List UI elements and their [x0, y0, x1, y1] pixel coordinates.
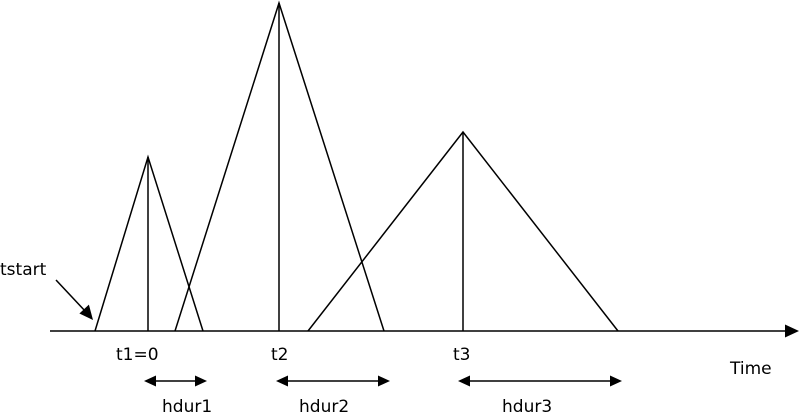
hdur3-label: hdur3 — [502, 397, 552, 415]
hdur2-arrowhead-left — [276, 375, 288, 387]
hdur1-arrowhead-right — [195, 375, 207, 387]
time-axis — [50, 324, 799, 338]
hdur3-double-arrow — [458, 375, 622, 387]
hdur2-label: hdur2 — [299, 397, 349, 415]
triangle-3 — [307, 130, 619, 332]
t3-label: t3 — [453, 345, 470, 365]
triangle-1 — [94, 154, 204, 332]
tstart-pointer-arrowhead — [79, 304, 93, 320]
time-axis-label: Time — [729, 359, 772, 379]
time-axis-arrowhead — [785, 324, 799, 338]
hdur1-double-arrow — [144, 375, 207, 387]
tstart-pointer-line — [55, 279, 87, 313]
hdur2-arrowhead-right — [378, 375, 390, 387]
hdur1-label: hdur1 — [162, 397, 212, 415]
triangle-1-outline — [94, 154, 204, 332]
t1-label: t1=0 — [116, 345, 159, 365]
tstart-label: tstart — [0, 260, 47, 280]
tstart-pointer — [55, 279, 93, 320]
hdur3-arrowhead-left — [458, 375, 470, 387]
hdur2-double-arrow — [276, 375, 390, 387]
triangle-2 — [174, 0, 385, 332]
t2-label: t2 — [271, 345, 288, 365]
hdur1-arrowhead-left — [144, 375, 156, 387]
hdur3-arrowhead-right — [610, 375, 622, 387]
